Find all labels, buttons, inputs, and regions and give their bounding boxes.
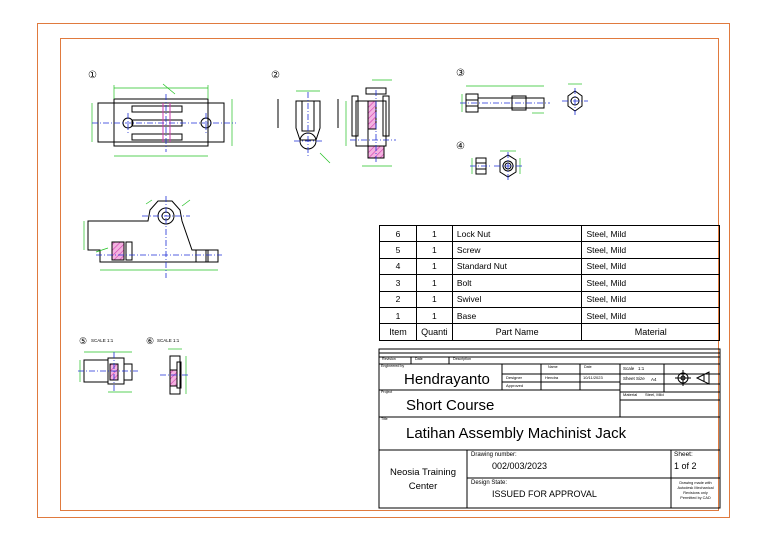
drawing-number-label: Drawing number: — [471, 452, 517, 458]
view-3-marker: ③ — [456, 68, 465, 79]
qty-cell: 1 — [415, 257, 453, 276]
part-name-cell: Standard Nut — [451, 257, 583, 276]
company-name: Neosia Training Center — [379, 466, 467, 495]
date-label: Date — [415, 357, 423, 361]
sheet-number: 1 of 2 — [674, 461, 697, 471]
view-5-detail — [78, 351, 138, 393]
view-2-swivel — [277, 79, 396, 167]
material-cell: Steel, Mild — [581, 257, 720, 276]
revision-label: Revision — [382, 357, 396, 361]
project-label: Project — [381, 390, 393, 394]
item-cell: 6 — [379, 224, 417, 243]
sheet-outer-border — [37, 23, 730, 518]
material-header: Material — [581, 323, 720, 342]
view-4-marker: ④ — [456, 141, 465, 152]
drawing-number: 002/003/2023 — [492, 461, 548, 471]
qty-cell: 1 — [415, 290, 453, 308]
table-row: 2 1 Swivel Steel, Mild — [379, 290, 720, 308]
approved-label: Approved — [506, 383, 524, 388]
projection-symbol — [675, 370, 710, 386]
sheet-label: Sheet: — [674, 451, 693, 458]
material-cell: Steel, Mild — [581, 306, 720, 325]
qty-header: Quanti — [415, 323, 453, 342]
qty-cell: 1 — [415, 224, 453, 243]
view-assembly-front — [83, 196, 222, 278]
title-block-frame — [378, 348, 721, 509]
project-name: Short Course — [406, 397, 495, 414]
design-state: ISSUED FOR APPROVAL — [492, 489, 597, 499]
qty-cell: 1 — [415, 241, 453, 259]
view-6-detail — [160, 348, 190, 395]
sheet-size-label: Sheet Size — [623, 376, 645, 381]
date-column-label: Date — [584, 365, 592, 369]
engineer-name: Hendrayanto — [404, 371, 490, 388]
scale-label: Scale — [623, 366, 635, 371]
view-3-bolt — [460, 83, 588, 115]
qty-cell: 1 — [415, 274, 453, 292]
item-cell: 1 — [379, 306, 417, 325]
cad-note-line-3: Revisions only — [683, 491, 708, 496]
item-cell: 2 — [379, 290, 417, 308]
part-name-cell: Bolt — [451, 274, 583, 292]
table-row: 5 1 Screw Steel, Mild — [379, 241, 720, 259]
view-5-scale: SCALE 1:1 — [91, 338, 114, 343]
company-line-2: Center — [408, 481, 438, 493]
material-cell: Steel, Mild — [581, 274, 720, 292]
material-label: Material — [623, 392, 638, 397]
item-cell: 3 — [379, 274, 417, 292]
view-5-marker: ⑤ — [79, 336, 88, 346]
title-label: Title — [381, 417, 388, 421]
view-1-marker: ① — [88, 70, 97, 81]
item-cell: 4 — [379, 257, 417, 276]
parts-list-table: 6 1 Lock Nut Steel, Mild 5 1 Screw Steel… — [379, 224, 720, 342]
view-1-base-top — [91, 83, 236, 157]
design-date: 10/11/2023 — [583, 375, 603, 380]
table-row: 3 1 Bolt Steel, Mild — [379, 274, 720, 292]
qty-cell: 1 — [415, 306, 453, 325]
sheet-size-value: A4 — [651, 377, 657, 382]
cad-note-line-1: Drawing made with — [679, 481, 712, 485]
description-label: Description — [453, 357, 471, 361]
view-6-scale: SCALE 1:1 — [157, 338, 180, 343]
company-line-1: Neosia Training — [389, 467, 456, 478]
cad-note: Drawing made with Autodesk Mechanical Re… — [671, 481, 720, 502]
item-cell: 5 — [379, 241, 417, 259]
view-2-marker: ② — [271, 70, 280, 81]
cad-note-line-2: Autodesk Mechanical — [677, 486, 714, 491]
part-name-cell: Swivel — [451, 290, 583, 308]
cad-note-line-4: Permitted by CAD — [680, 496, 711, 501]
engineered-by-label: Engineered by — [381, 364, 405, 368]
table-row: 1 1 Base Steel, Mild — [379, 306, 720, 325]
part-name-cell: Base — [451, 306, 583, 325]
material-value: Steel, Mild — [645, 392, 664, 397]
table-row: 4 1 Standard Nut Steel, Mild — [379, 257, 720, 276]
material-cell: Steel, Mild — [581, 241, 720, 259]
designer-name: Hendra — [545, 375, 559, 380]
item-header: Item — [379, 323, 417, 342]
material-cell: Steel, Mild — [581, 290, 720, 308]
name-column-label: Name — [548, 365, 558, 369]
designer-label: Designer — [506, 375, 523, 380]
view-6-marker: ⑥ — [146, 336, 155, 346]
material-cell: Steel, Mild — [581, 224, 720, 243]
design-state-label: Design State: — [471, 480, 508, 486]
part-name-header: Part Name — [451, 323, 583, 342]
drawing-title: Latihan Assembly Machinist Jack — [406, 425, 627, 442]
view-4-nut — [470, 150, 522, 181]
part-name-cell: Lock Nut — [451, 224, 583, 243]
scale-value: 1:1 — [638, 366, 645, 371]
parts-list-header: Item Quanti Part Name Material — [379, 323, 720, 342]
part-name-cell: Screw — [451, 241, 583, 259]
table-row: 6 1 Lock Nut Steel, Mild — [379, 224, 720, 243]
